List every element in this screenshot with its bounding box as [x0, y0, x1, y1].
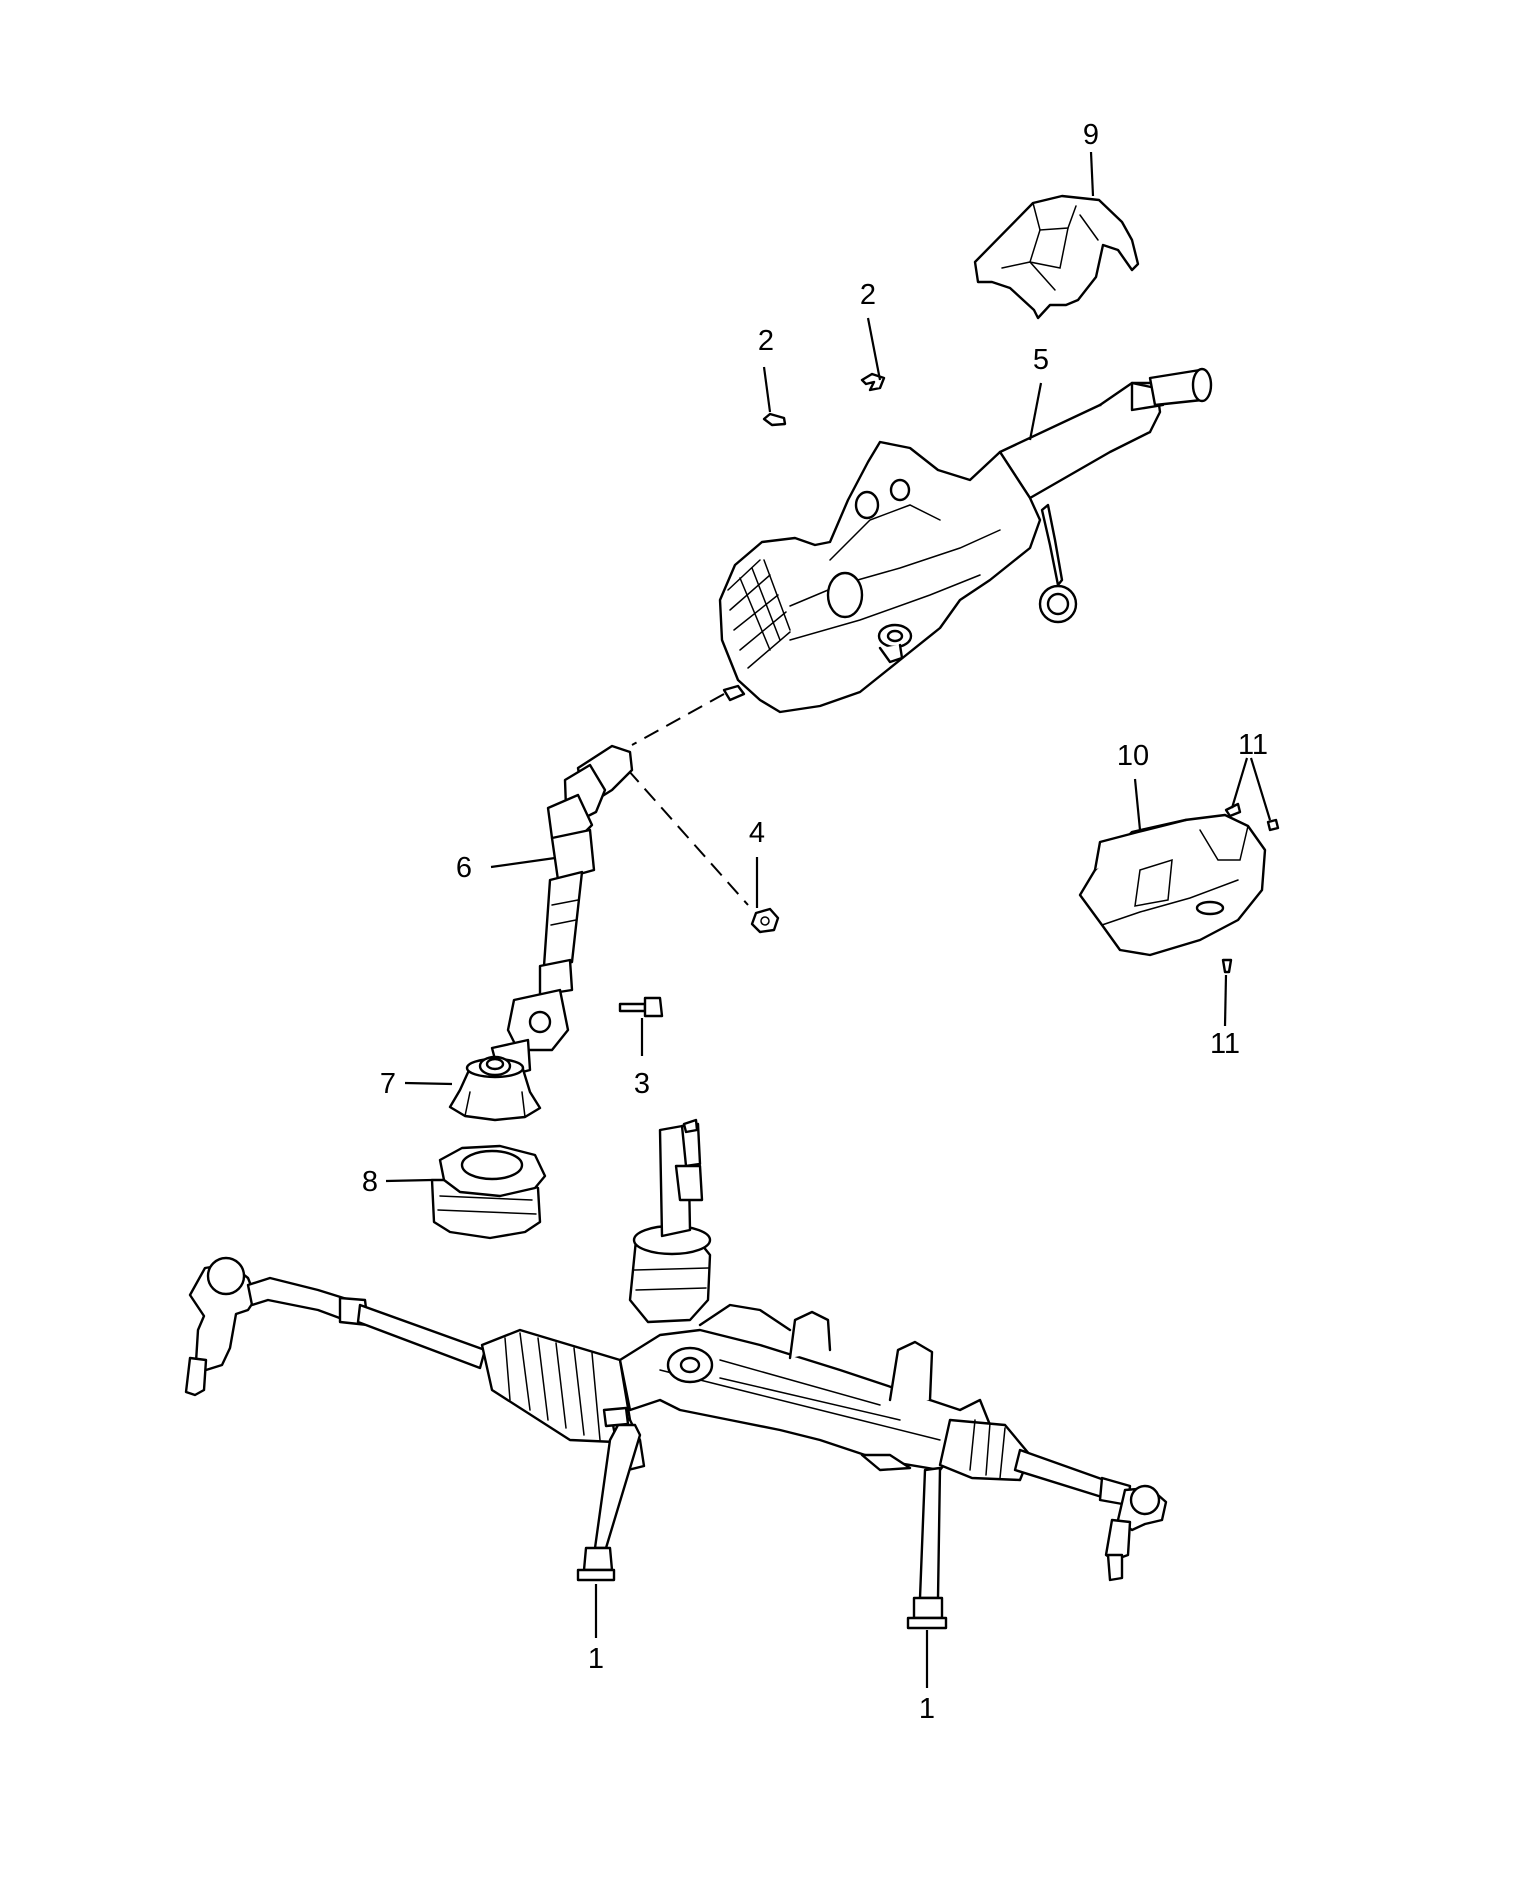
rack-and-pinion-assembly	[184, 1118, 1168, 1630]
leader-dash-column-to-shaft	[631, 693, 725, 746]
part-2-clip-right	[860, 372, 886, 392]
part-11-screws	[1221, 802, 1280, 974]
callout-3: 3	[634, 1068, 650, 1100]
callout-1-right: 1	[919, 1693, 935, 1725]
leader-lines	[385, 151, 1272, 1688]
callout-2-right: 2	[860, 279, 876, 311]
callout-2-left: 2	[758, 325, 774, 357]
part-10-lower-shroud	[1078, 813, 1267, 957]
callout-9: 9	[1083, 119, 1099, 151]
part-7-cap-seal	[448, 1055, 542, 1122]
part-3-bolt	[618, 996, 664, 1018]
callout-5: 5	[1033, 344, 1049, 376]
callout-8: 8	[362, 1166, 378, 1198]
part-6-intermediate-shaft	[490, 744, 634, 1080]
callout-7: 7	[380, 1068, 396, 1100]
part-2-clip-left	[762, 412, 787, 427]
callout-1-left: 1	[588, 1643, 604, 1675]
callout-11-bottom: 11	[1210, 1028, 1240, 1060]
leader-dash-shaft-to-nut	[627, 769, 749, 906]
callout-11-top: 11	[1238, 729, 1268, 761]
callout-10: 10	[1117, 740, 1149, 772]
callout-6: 6	[456, 852, 472, 884]
part-5-steering-column	[718, 367, 1213, 714]
part-8-boot	[430, 1144, 547, 1240]
callout-4: 4	[749, 817, 765, 849]
part-4-nut	[750, 907, 780, 934]
part-9-upper-shroud	[973, 194, 1140, 320]
